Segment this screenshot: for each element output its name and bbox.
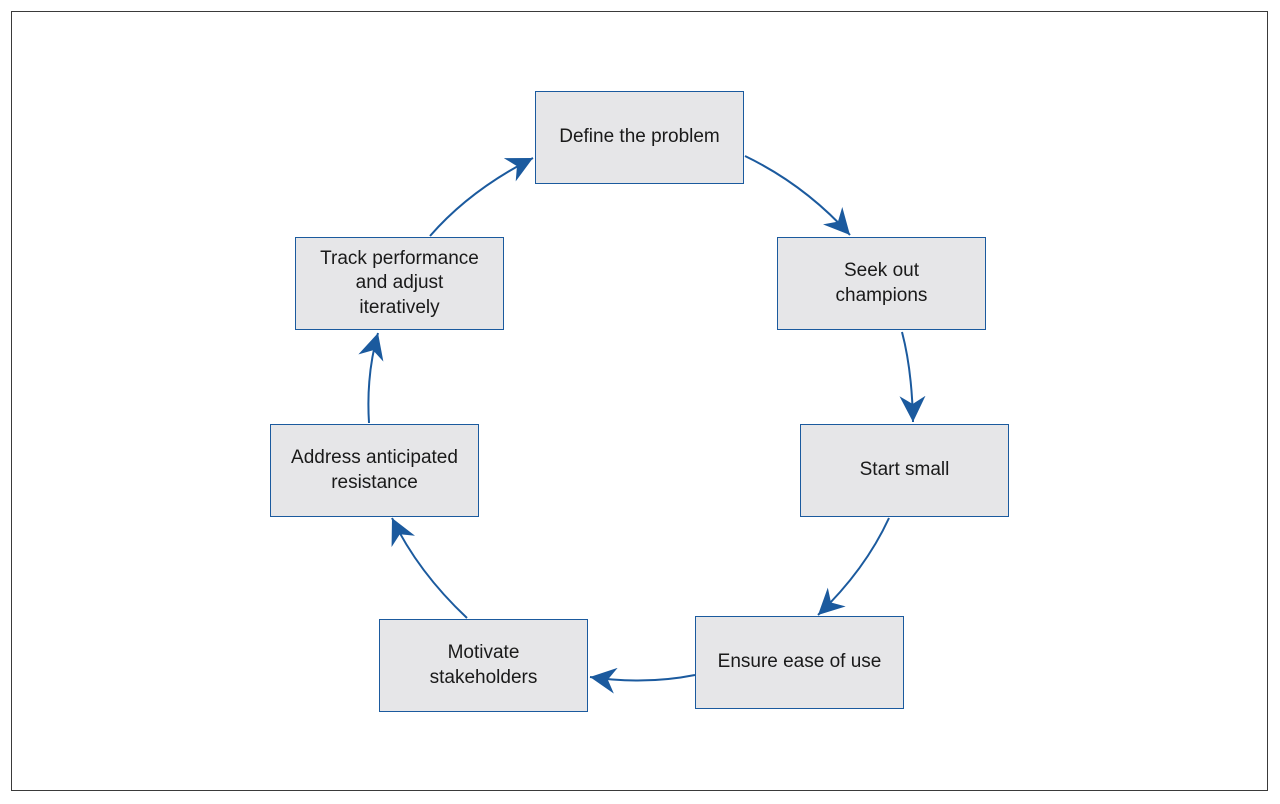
arrow-start-to-ensure	[817, 517, 890, 616]
step-seek-out-champions: Seek out champions	[777, 237, 986, 330]
arrow-define-to-seek	[744, 155, 851, 236]
arrow-seek-to-start	[899, 331, 926, 423]
step-label: Motivate stakeholders	[429, 642, 538, 688]
step-label: Define the problem	[559, 126, 720, 148]
step-motivate-stakeholders: Motivate stakeholders	[379, 619, 588, 712]
step-label: Track performance and adjust iteratively	[320, 247, 479, 318]
arrow-address-to-track	[358, 332, 384, 424]
arrow-ensure-to-motivate	[589, 667, 696, 694]
arrow-track-to-define	[429, 157, 534, 237]
step-label: Start small	[859, 459, 950, 481]
step-track-performance: Track performance and adjust iteratively	[295, 237, 504, 330]
step-label: Seek out champions	[835, 260, 928, 306]
step-ensure-ease-of-use: Ensure ease of use	[695, 616, 904, 709]
step-address-anticipated-resistance: Address anticipated resistance	[270, 424, 479, 517]
arrow-motivate-to-address	[391, 517, 468, 619]
step-start-small: Start small	[800, 424, 1009, 517]
step-label: Address anticipated resistance	[291, 447, 458, 493]
step-define-the-problem: Define the problem	[535, 91, 744, 184]
step-label: Ensure ease of use	[717, 651, 882, 673]
